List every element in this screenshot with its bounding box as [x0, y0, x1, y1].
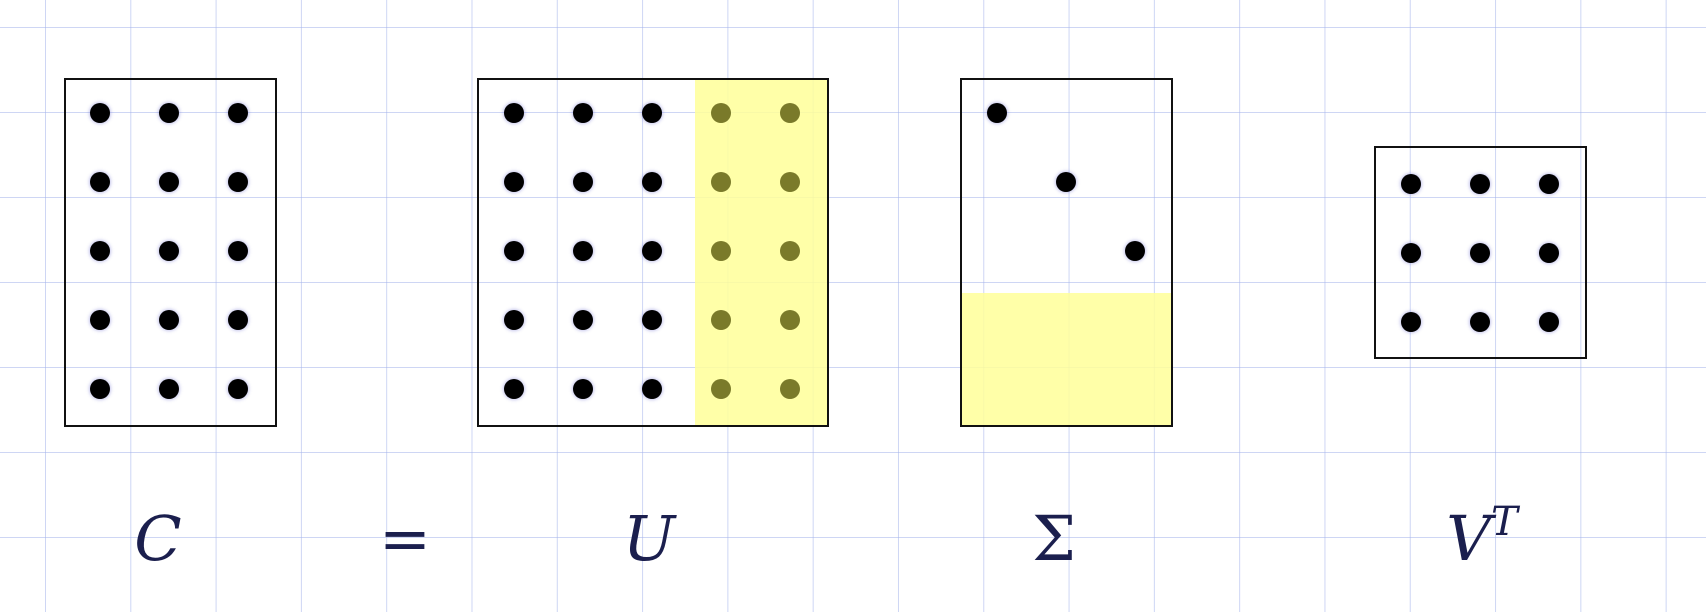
- matrix-c-entry: [90, 172, 110, 192]
- matrix-vt-entry: [1470, 174, 1490, 194]
- matrix-u-entry: [780, 379, 800, 399]
- matrix-sigma-entry: [1125, 241, 1145, 261]
- matrix-u-entry: [642, 379, 662, 399]
- matrix-u-entry: [711, 103, 731, 123]
- matrix-vt-entry: [1539, 312, 1559, 332]
- matrix-c-entry: [90, 379, 110, 399]
- matrix-vt-entry: [1539, 174, 1559, 194]
- matrix-vt-entry: [1401, 243, 1421, 263]
- matrix-vt-entry: [1401, 312, 1421, 332]
- matrix-sigma-entry: [1056, 172, 1076, 192]
- matrix-sigma-entry: [987, 103, 1007, 123]
- label-vt-base: V: [1446, 502, 1492, 575]
- matrix-u-entry: [711, 310, 731, 330]
- matrix-u-entry: [573, 310, 593, 330]
- matrix-u: [477, 78, 829, 427]
- matrix-u-entry: [711, 379, 731, 399]
- matrix-c-entry: [90, 310, 110, 330]
- matrix-c-entry: [228, 241, 248, 261]
- matrix-u-entry: [642, 241, 662, 261]
- matrix-c-entry: [228, 172, 248, 192]
- label-u: U: [622, 502, 676, 575]
- matrix-c-entry: [90, 241, 110, 261]
- matrix-c-entry: [159, 241, 179, 261]
- matrix-u-entry: [573, 172, 593, 192]
- matrix-sigma: [960, 78, 1173, 427]
- matrix-vt-entry: [1401, 174, 1421, 194]
- matrix-u-entry: [780, 172, 800, 192]
- matrix-u-entry: [504, 379, 524, 399]
- matrix-u-entry: [504, 310, 524, 330]
- matrix-u-entry: [780, 310, 800, 330]
- label-sigma: Σ: [1032, 502, 1076, 575]
- matrix-u-entry: [573, 103, 593, 123]
- matrix-u-entry: [711, 241, 731, 261]
- label-vt-superscript: T: [1491, 499, 1518, 545]
- matrix-u-entry: [642, 310, 662, 330]
- matrix-c-entry: [159, 379, 179, 399]
- matrix-u-entry: [780, 103, 800, 123]
- matrix-u-entry: [504, 103, 524, 123]
- matrix-c-entry: [228, 310, 248, 330]
- matrix-u-entry: [780, 241, 800, 261]
- matrix-c-entry: [159, 172, 179, 192]
- matrix-c-entry: [90, 103, 110, 123]
- label-c: C: [134, 502, 182, 575]
- matrix-vt-entry: [1470, 312, 1490, 332]
- matrix-c-entry: [159, 103, 179, 123]
- matrix-vt: [1374, 146, 1587, 359]
- matrix-vt-entry: [1470, 243, 1490, 263]
- matrix-c-entry: [228, 103, 248, 123]
- matrix-u-entry: [504, 241, 524, 261]
- matrix-c-entry: [159, 310, 179, 330]
- matrix-u-entry: [642, 103, 662, 123]
- matrix-vt-entry: [1539, 243, 1559, 263]
- matrix-c-entry: [228, 379, 248, 399]
- matrix-u-entry: [573, 241, 593, 261]
- matrix-u-entry: [711, 172, 731, 192]
- matrix-c: [64, 78, 277, 427]
- label-vt: VT: [1446, 502, 1517, 570]
- matrix-u-entry: [642, 172, 662, 192]
- matrix-u-entry: [504, 172, 524, 192]
- sigma-highlight-rows: [961, 293, 1173, 426]
- matrix-u-entry: [573, 379, 593, 399]
- label-equals: =: [379, 502, 431, 575]
